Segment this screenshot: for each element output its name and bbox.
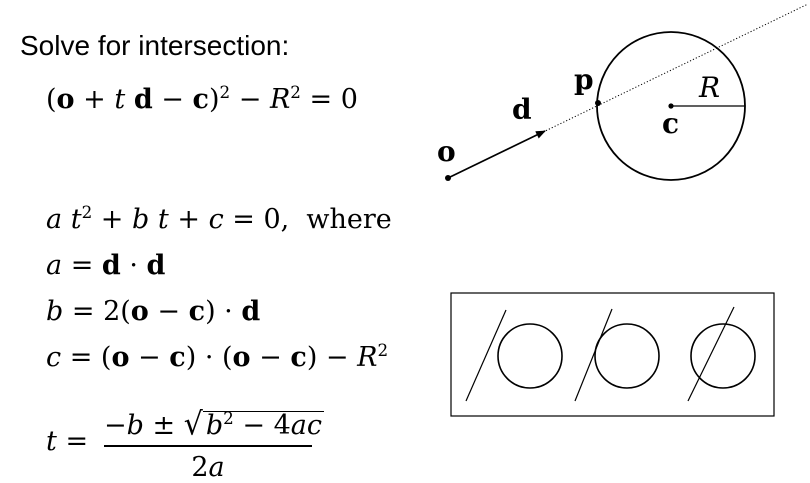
fraction-denominator: 2a: [104, 451, 312, 483]
equals: =: [56, 426, 89, 457]
plus: +: [168, 204, 209, 235]
minus: −: [148, 296, 189, 327]
exp-2b: 2: [290, 82, 301, 102]
intersection-point: [595, 100, 601, 106]
vec-d: d: [241, 296, 261, 327]
vec-o: o: [232, 342, 251, 373]
vec-d: d: [146, 250, 166, 281]
label-c: c: [662, 107, 680, 140]
var-b: b: [126, 410, 144, 441]
minus: ) −: [306, 342, 358, 373]
var-t: t: [70, 204, 82, 235]
dot: ·: [120, 250, 147, 281]
sphere-equation: (o + t d − c)2 − R2 = 0: [46, 84, 358, 115]
minus-four: − 4: [233, 410, 291, 441]
case-miss-circle: [497, 323, 563, 389]
vec-d: d: [101, 250, 121, 281]
vec-c: c: [290, 342, 307, 373]
vec-o: o: [56, 84, 75, 115]
case-tangent-circle: [594, 323, 660, 389]
fraction-bar: [104, 445, 312, 447]
var-b: b: [46, 296, 64, 327]
var-c: c: [208, 204, 224, 235]
eq-rhs: = 0: [300, 84, 358, 115]
var-ac: ac: [290, 410, 322, 441]
intersection-cases-box: [450, 292, 775, 417]
origin-point: [445, 175, 451, 181]
minus: −: [129, 342, 170, 373]
case-intersect-line: [687, 306, 735, 402]
label-R: R: [699, 71, 721, 104]
var-a: a: [208, 451, 225, 483]
exp-2: 2: [81, 202, 93, 222]
eq-plus: +: [74, 84, 115, 115]
vec-d: d: [133, 84, 153, 115]
case-miss-line: [465, 309, 507, 402]
dot: ) · (: [185, 342, 233, 373]
var-t: t: [157, 204, 169, 235]
plus-minus: ±: [143, 410, 184, 441]
a-definition: a = d · d: [46, 252, 165, 279]
vec-o: o: [130, 296, 149, 327]
exp-2: 2: [219, 82, 231, 102]
var-R: R: [269, 84, 291, 115]
label-o: o: [437, 135, 456, 168]
plus: +: [92, 204, 133, 235]
vec-c: c: [169, 342, 186, 373]
var-R: R: [357, 342, 378, 373]
ray-extension-dotted: [447, 3, 809, 179]
case-intersect-circle: [690, 323, 756, 389]
b-definition: b = 2(o − c) · d: [46, 298, 260, 325]
eq-paren-close: ): [208, 84, 220, 115]
where-text: where: [306, 204, 392, 235]
two: 2: [191, 451, 209, 483]
var-t: t: [114, 84, 126, 115]
radical-sign: √: [183, 406, 203, 443]
quadratic-equation: a t2 + b t + c = 0, where: [46, 204, 392, 235]
dot: ) ·: [205, 296, 242, 327]
equals: =: [62, 250, 102, 281]
direction-arrow: [447, 130, 546, 179]
minus: −: [250, 342, 291, 373]
vec-c: c: [192, 84, 209, 115]
t-lhs: t =: [46, 428, 88, 455]
quadratic-formula-fraction: −b ± √b2 − 4ac 2a: [104, 407, 324, 483]
minus: −: [104, 410, 127, 441]
var-a: a: [46, 250, 63, 281]
vec-c: c: [188, 296, 206, 327]
page-heading: Solve for intersection:: [20, 30, 290, 61]
case-tangent-line: [574, 308, 613, 402]
var-c: c: [46, 342, 62, 373]
exp-2: 2: [223, 408, 234, 428]
center-point: [668, 103, 674, 109]
eq-rhs: = 0,: [223, 204, 290, 235]
equals: = (: [61, 342, 112, 373]
var-b: b: [132, 204, 150, 235]
var-a: a: [46, 204, 63, 235]
vec-o: o: [111, 342, 130, 373]
c-definition: c = (o − c) · (o − c) − R2: [46, 342, 388, 373]
radicand: b2 − 4ac: [202, 408, 324, 441]
eq-minus: −: [152, 84, 193, 115]
exp-2: 2: [377, 340, 389, 360]
eq-paren: (: [46, 84, 57, 115]
square-root: √b2 − 4ac: [183, 406, 324, 443]
equals: = 2(: [63, 296, 131, 327]
var-t: t: [46, 426, 57, 457]
fraction-numerator: −b ± √b2 − 4ac: [104, 407, 324, 442]
var-b: b: [205, 410, 224, 441]
label-d: d: [512, 93, 532, 126]
label-p: p: [574, 63, 594, 96]
eq-minus-2: −: [230, 84, 270, 115]
